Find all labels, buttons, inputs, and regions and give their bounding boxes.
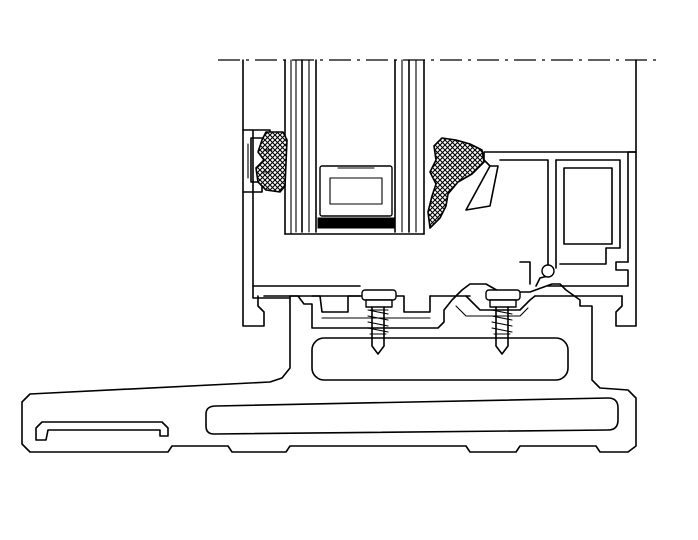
lower-cavity (205, 397, 619, 435)
outer-gasket (255, 131, 288, 193)
screw-left (361, 289, 397, 355)
bead-clip-pin (541, 264, 555, 278)
spacer-bar (319, 165, 393, 217)
upper-cavity (311, 337, 569, 381)
glazing-bead (465, 151, 637, 287)
sill-profile (21, 283, 637, 453)
inner-gasket (427, 137, 485, 229)
screw-right (485, 289, 521, 355)
sealant-band (317, 217, 395, 229)
glazing-unit (284, 59, 425, 235)
